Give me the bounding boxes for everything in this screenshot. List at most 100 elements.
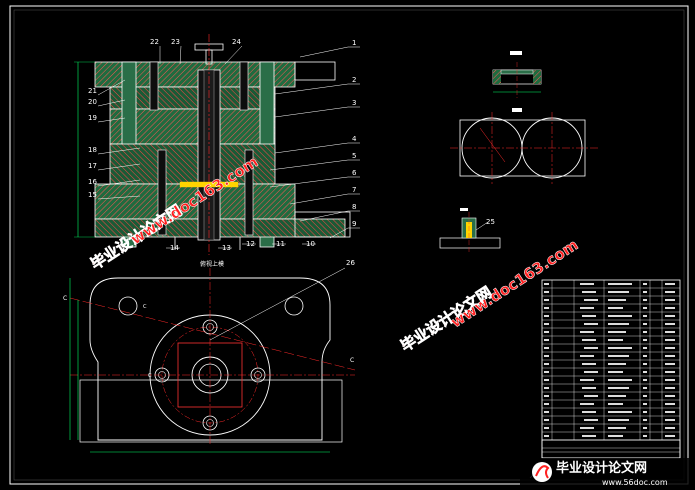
bolt-hole-outer (250, 367, 266, 383)
guide-bush-right (284, 296, 304, 316)
leader-25-line (475, 221, 489, 231)
part-number-label: 16 (88, 178, 97, 186)
bom-cell-mark (608, 339, 623, 341)
leader-line (289, 193, 349, 205)
bom-cell-mark (608, 347, 632, 349)
part-number-label: 22 (150, 38, 159, 46)
part-number-label: 21 (88, 87, 97, 95)
bom-cell-mark (665, 315, 675, 317)
plan-outline (89, 277, 331, 441)
title-block (541, 439, 681, 459)
bom-cell-mark (582, 315, 596, 317)
screw-lower-right (244, 149, 254, 236)
bom-cell-mark (584, 419, 598, 421)
bom-cell-mark (608, 387, 629, 389)
layout-label-box (512, 108, 522, 112)
bom-cell-mark (665, 299, 675, 301)
screw-right (239, 61, 249, 111)
bom-cell-mark (608, 307, 623, 309)
bom-cell-mark (665, 379, 675, 381)
bom-cell-mark (580, 283, 594, 285)
bom-cell-mark (643, 307, 647, 309)
bom-cell-mark (665, 435, 675, 437)
leader-line (97, 195, 141, 200)
detail-part-hatch-left (493, 70, 501, 84)
bom-cell-mark (608, 411, 632, 413)
bom-cell-mark (544, 339, 549, 341)
bom-cell-mark (580, 331, 594, 333)
bom-cell-mark (665, 363, 675, 365)
bom-cell-mark (643, 299, 647, 301)
plan-view-title: 俯视上模 (200, 260, 224, 268)
bom-cell-mark (544, 395, 549, 397)
section-mark-c1: C (63, 295, 67, 302)
section-mark-c4: C (148, 373, 152, 379)
bom-cell-mark (643, 339, 647, 341)
part-number-label: 9 (352, 220, 356, 228)
bom-cell-mark (580, 355, 594, 357)
bom-cell-mark (665, 387, 675, 389)
leader-line (329, 227, 349, 239)
bom-cell-mark (643, 315, 647, 317)
bom-cell-mark (582, 291, 596, 293)
bom-cell-mark (665, 371, 675, 373)
bom-cell-mark (665, 355, 675, 357)
footer-watermark-url: www.56doc.com (602, 478, 668, 487)
detail-part-hatch-right (533, 70, 541, 84)
part-number-label: 17 (88, 162, 97, 170)
bom-cell-mark (608, 419, 629, 421)
bom-cell-mark (643, 435, 647, 437)
bom-cell-mark (584, 347, 598, 349)
leader-line (274, 106, 349, 118)
bom-cell-mark (665, 307, 675, 309)
footer-watermark-cn: 毕业设计论文网 (556, 460, 647, 476)
leader-26-line (209, 267, 346, 341)
bom-cell-mark (643, 291, 647, 293)
bom-cell-mark (544, 363, 549, 365)
section-mark-c3: C (350, 357, 354, 364)
footer-logo-icon (532, 462, 552, 482)
bom-cell-mark (643, 323, 647, 325)
bom-cell-mark (608, 291, 629, 293)
bom-cell-mark (580, 403, 594, 405)
drawing-border (9, 5, 689, 485)
bom-cell-mark (544, 315, 549, 317)
bom-cell-mark (665, 411, 675, 413)
bom-frame (541, 279, 681, 459)
bom-cell-mark (580, 379, 594, 381)
part-number-label: 1 (352, 39, 356, 47)
bom-cell-mark (608, 395, 626, 397)
leader-line (274, 142, 349, 154)
bom-cell-mark (665, 283, 675, 285)
bom-cell-mark (643, 379, 647, 381)
bom-cell-mark (544, 291, 549, 293)
bom-cell-mark (584, 323, 598, 325)
bom-cell-mark (582, 411, 596, 413)
part-number-label: 19 (88, 114, 97, 122)
bom-cell-mark (582, 387, 596, 389)
leader-line (97, 79, 126, 96)
plan-view: 俯视上模 C C C C 26 (63, 259, 356, 453)
leader-line (179, 45, 182, 65)
layout-diagonal (479, 127, 506, 163)
screw-left (149, 61, 159, 111)
bom-cell-mark (544, 347, 549, 349)
footer-logo-mark (535, 465, 550, 479)
section-mark-c2: C (143, 304, 147, 310)
bom-cell-mark (643, 331, 647, 333)
bom-cell-mark (582, 435, 596, 437)
bom-cell-mark (584, 299, 598, 301)
bom-cell-mark (608, 427, 626, 429)
plan-section-line (69, 297, 356, 371)
bom-cell-mark (608, 355, 629, 357)
part-number-label: 23 (171, 38, 180, 46)
part-number-label: 10 (306, 240, 315, 248)
bom-cell-mark (665, 347, 675, 349)
part-number-label: 24 (232, 38, 241, 46)
leader-line (224, 45, 243, 65)
bom-cell-mark (544, 331, 549, 333)
bom-cell-mark (665, 291, 675, 293)
